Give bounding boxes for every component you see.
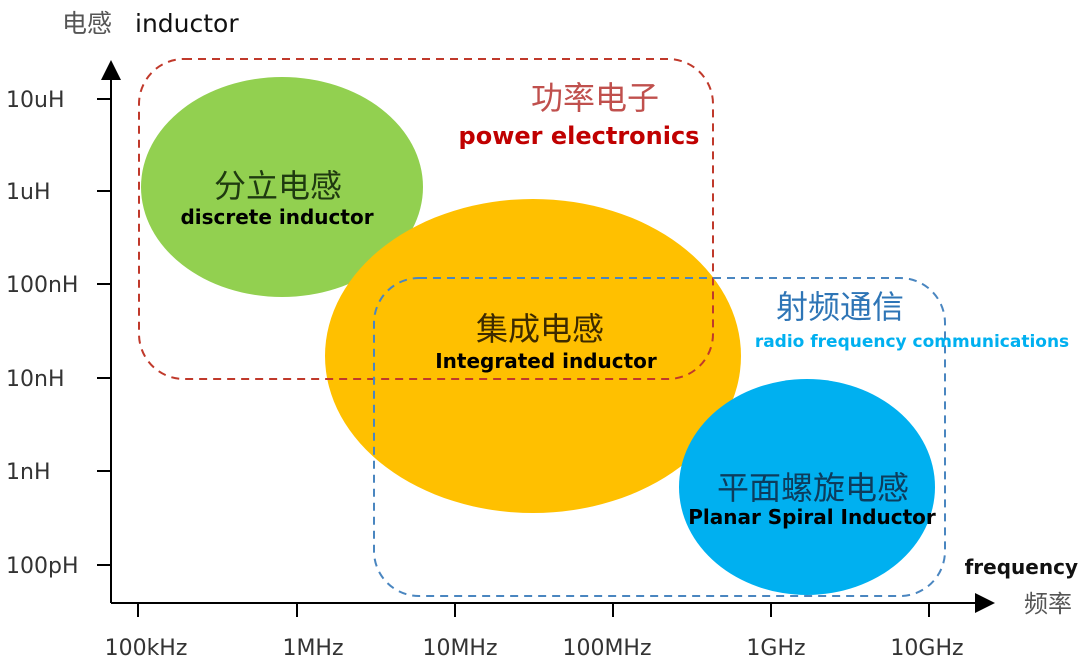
rf-communications-label-en: radio frequency communications: [755, 332, 1069, 352]
power-electronics-label-cn: 功率电子: [531, 79, 659, 117]
x-axis-title-cn: 频率: [1024, 590, 1072, 618]
x-tick-label: 100MHz: [562, 636, 651, 661]
y-tick-label: 100pH: [6, 554, 79, 579]
planar-spiral-inductor-label-en: Planar Spiral Inductor: [688, 505, 936, 529]
y-tick-label: 100nH: [6, 273, 78, 298]
x-tick-label: 1GHz: [746, 636, 805, 661]
y-ticks: [97, 98, 111, 566]
y-tick-label: 10uH: [6, 88, 64, 113]
x-tick-label: 100kHz: [105, 636, 188, 661]
planar-spiral-inductor-ellipse: [679, 379, 935, 595]
x-tick-label: 10MHz: [422, 636, 497, 661]
discrete-inductor-label-cn: 分立电感: [214, 167, 342, 205]
power-electronics-label-en: power electronics: [459, 122, 700, 150]
integrated-inductor-label-cn: 集成电感: [476, 310, 604, 348]
y-tick-label: 10nH: [6, 367, 64, 392]
y-axis-title-cn: 电感: [62, 9, 112, 38]
discrete-inductor-label-en: discrete inductor: [180, 205, 373, 229]
discrete-inductor-ellipse: [141, 77, 423, 297]
rf-communications-region: [373, 277, 946, 597]
x-tick-label: 1MHz: [282, 636, 343, 661]
y-tick-label: 1nH: [6, 460, 50, 485]
x-ticks: [137, 603, 930, 617]
power-electronics-region: [138, 58, 714, 380]
planar-spiral-inductor-label-cn: 平面螺旋电感: [717, 469, 909, 507]
y-axis-title-en: inductor: [135, 9, 239, 38]
x-tick-label: 10GHz: [890, 636, 963, 661]
rf-communications-label-cn: 射频通信: [776, 288, 904, 326]
y-tick-label: 1uH: [6, 180, 50, 205]
integrated-inductor-label-en: Integrated inductor: [435, 349, 657, 373]
x-axis-title-en: frequency: [965, 555, 1078, 579]
